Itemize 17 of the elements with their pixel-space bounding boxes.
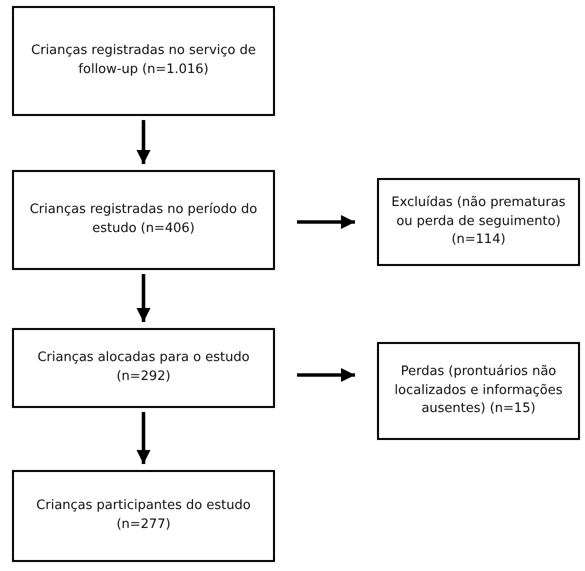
box-text: Crianças alocadas para o estudo (n=292) [36, 349, 251, 386]
box-text: Crianças registradas no serviço de follow-up (n=1.016) [30, 42, 257, 79]
arrow [136, 274, 150, 322]
process-box [12, 470, 275, 562]
process-box [12, 6, 275, 116]
process-box [377, 178, 580, 266]
arrow [297, 368, 355, 382]
box-text: Crianças participantes do estudo (n=277) [35, 497, 252, 534]
process-box [12, 328, 275, 408]
arrow [297, 215, 355, 229]
process-box [377, 342, 580, 440]
box-text: Crianças registradas no período do estudo (n=406) [28, 201, 258, 238]
arrow [136, 412, 150, 464]
box-text: Perdas (prontuários não localizados e informações ausentes) (n=15) [394, 362, 564, 418]
box-text: Excluídas (não prematuras ou perda de seguimento) (n=114) [390, 194, 567, 250]
arrow [136, 120, 150, 164]
process-box [12, 170, 275, 270]
